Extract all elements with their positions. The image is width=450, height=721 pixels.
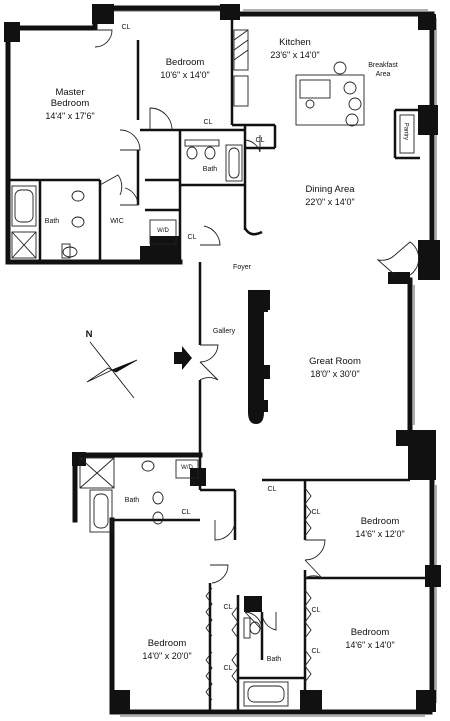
master-bedroom-name-line2: Bedroom [50,98,90,109]
great-room-name: Great Room [309,356,361,367]
entry-arrow-icon [174,346,192,370]
breakfast-area-line2: Area [375,71,391,78]
bottom-bath-fixtures [243,617,289,707]
closet-label-2: CL [203,119,213,126]
breakfast-area-line1: Breakfast [368,62,398,69]
foyer-name: Foyer [233,264,251,271]
bedroom-top-name: Bedroom [165,57,205,68]
bedroom-top-dims: 10'6" x 14'0" [160,70,210,80]
closet-doors [205,487,312,701]
closet-label-11: CL [223,665,233,672]
washer-dryer-box [149,219,177,245]
compass-north-label: N [85,329,93,340]
washer-dryer-label-lower: W/D [181,465,193,471]
bedroom-right-lower-dims: 14'6" x 14'0" [345,640,395,650]
bedroom-right-upper-name: Bedroom [360,516,400,527]
closet-label-1: CL [121,24,131,31]
closet-label-4: CL [187,234,197,241]
dining-area-name: Dining Area [305,184,355,195]
lower-bath-fixtures [79,457,199,533]
pantry-name: Pantry [402,122,409,141]
closet-label-6: CL [267,486,277,493]
windows [98,9,437,717]
kitchen-fixtures [233,29,415,154]
kitchen-dims: 23'6" x 14'0" [270,50,320,60]
wic-label: WIC [110,218,124,225]
gallery-name: Gallery [212,328,236,335]
bath-label-bottom: Bath [266,656,282,663]
master-bath-fixtures [11,185,85,259]
wall-blocks [4,4,441,712]
door-swings [94,29,420,632]
washer-dryer-label-top: W/D [157,228,169,234]
bedroom-left-lower-dims: 14'0" x 20'0" [142,651,192,661]
pier-block-1 [262,300,268,312]
closet-label-7: CL [311,509,321,516]
master-bedroom-dims: 14'4" x 17'6" [45,111,95,121]
interior-walls [8,8,432,712]
bedroom-right-lower-name: Bedroom [350,627,390,638]
closet-label-5: CL [181,509,191,516]
kitchen-name: Kitchen [279,37,311,48]
pier-block-2 [262,400,268,412]
bath-label-lower: Bath [124,497,140,504]
bedroom-left-lower-name: Bedroom [147,638,187,649]
closet-label-8: CL [311,607,321,614]
dining-area-dims: 22'0" x 14'0" [305,197,355,207]
great-room-dims: 18'0" x 30'0" [310,369,360,379]
master-bedroom-name-line1: Master [55,87,85,98]
dining-wall-curve [243,227,263,236]
top-bath-fixtures [184,139,243,182]
closet-label-3: CL [255,137,265,144]
bath-label-top: Bath [202,166,218,173]
closet-label-10: CL [223,604,233,611]
closet-label-9: CL [311,648,321,655]
compass-icon [86,341,138,399]
gallery-pier [248,290,264,424]
bath-label-master: Bath [44,218,60,225]
bedroom-right-upper-dims: 14'6" x 12'0" [355,529,405,539]
